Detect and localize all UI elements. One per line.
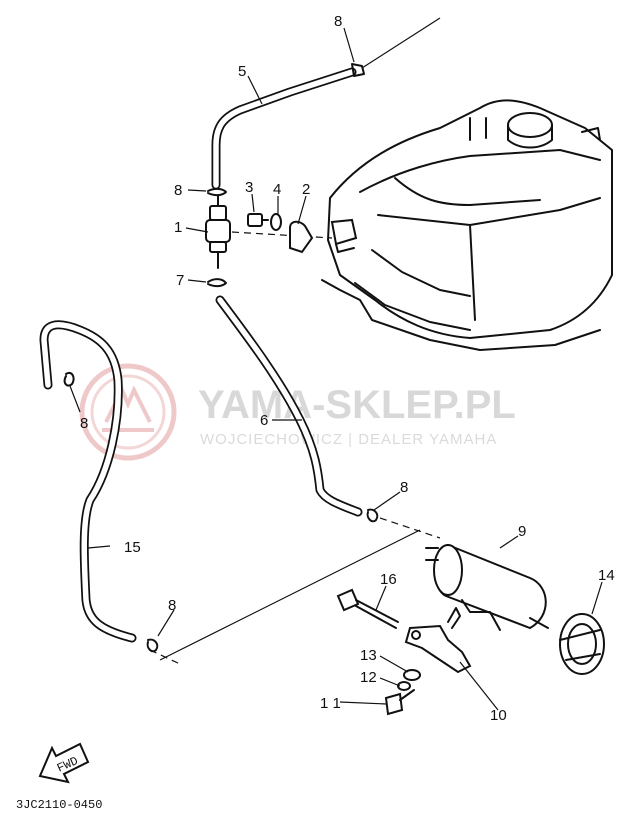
reference-line-filter <box>231 231 333 239</box>
diagram-code: 3JC2110-0450 <box>16 798 102 812</box>
part-labels: 8 5 8 3 4 2 1 7 8 6 8 9 15 14 16 8 13 12… <box>80 13 615 724</box>
screw-3 <box>247 213 269 227</box>
label-part-5: 5 <box>238 63 246 80</box>
label-part-7: 7 <box>176 272 184 289</box>
hose-clip-8a <box>207 187 227 197</box>
fuel-cock <box>205 195 231 269</box>
watermark: YAMA-SKLEP.PL WOJCIECHOWICZ | DEALER YAM… <box>79 363 516 461</box>
fuel-pump <box>425 543 549 631</box>
leader-lines <box>69 27 603 711</box>
hose-clip-8c <box>366 508 379 523</box>
watermark-title: YAMA-SKLEP.PL <box>198 383 516 427</box>
reference-line-hose15 <box>149 649 181 665</box>
watermark-logo <box>79 363 177 461</box>
fuel-tank <box>321 99 613 351</box>
washer-4 <box>270 213 282 231</box>
label-part-8-bottom: 8 <box>168 597 176 614</box>
reference-line-tank <box>361 17 441 69</box>
label-part-8-right: 8 <box>400 479 408 496</box>
bracket-2 <box>289 220 314 254</box>
label-part-13: 13 <box>360 647 377 664</box>
hose-clip-8d <box>146 638 159 653</box>
label-part-6: 6 <box>260 412 268 429</box>
hose-6 <box>215 295 363 517</box>
label-part-14: 14 <box>598 567 615 584</box>
hose-15 <box>39 320 137 643</box>
label-part-3: 3 <box>245 179 253 196</box>
fwd-arrow: FWD <box>38 742 90 784</box>
label-part-16: 16 <box>380 571 397 588</box>
hose-clip-7 <box>207 278 227 288</box>
label-part-12: 12 <box>360 669 377 686</box>
label-part-8-filter: 8 <box>174 182 182 199</box>
reference-line-return <box>159 529 421 661</box>
washer-12 <box>397 681 411 691</box>
label-part-1: 1 <box>174 219 182 236</box>
washer-13 <box>403 669 421 681</box>
hose-5 <box>211 67 357 190</box>
label-part-8-left: 8 <box>80 415 88 432</box>
bracket-10 <box>404 607 472 674</box>
relay-14 <box>559 613 605 675</box>
reference-line-pump <box>379 517 441 539</box>
label-part-8-top: 8 <box>334 13 342 30</box>
hose-clip-top <box>351 63 365 77</box>
label-part-4: 4 <box>273 181 281 198</box>
label-part-10: 10 <box>490 707 507 724</box>
bolt-16 <box>336 588 399 629</box>
label-part-15: 15 <box>124 539 141 556</box>
label-part-9: 9 <box>518 523 526 540</box>
watermark-subtitle: WOJCIECHOWICZ | DEALER YAMAHA <box>200 431 497 448</box>
label-part-2: 2 <box>302 181 310 198</box>
bolt-11 <box>384 689 415 716</box>
label-part-11: 1 1 <box>320 695 341 712</box>
hose-clip-8b <box>63 372 75 387</box>
